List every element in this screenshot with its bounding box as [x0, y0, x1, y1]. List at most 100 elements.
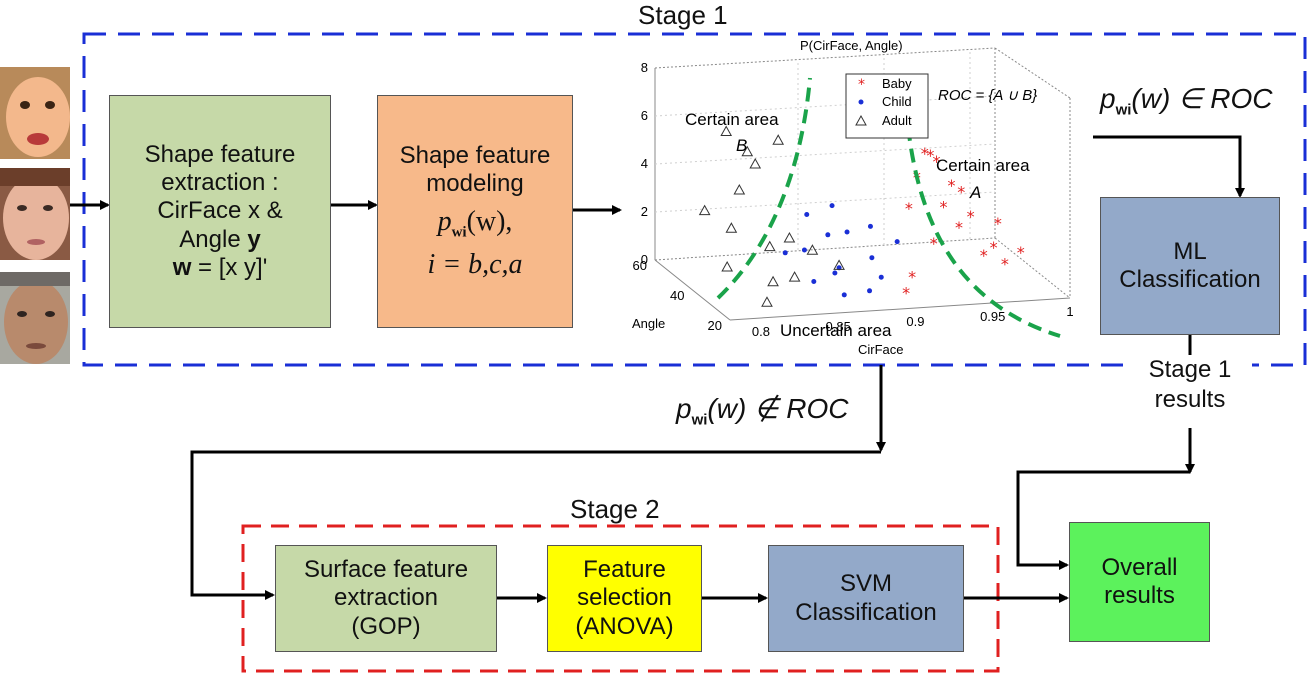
surface-line3: (GOP) — [351, 612, 421, 640]
shape-extraction-line1: Shape feature — [144, 140, 296, 168]
feature-selection-box: Feature selection (ANOVA) — [547, 545, 702, 652]
surface-line2: extraction — [333, 584, 439, 612]
chart-legend: * Baby Child Adult — [845, 73, 929, 139]
shape-extraction-box: Shape feature extraction : CirFace x & A… — [109, 95, 331, 328]
scatter-point-baby-15: * — [902, 283, 910, 302]
scatter-point-baby-1: * — [947, 176, 955, 195]
scatter-point-baby-14: * — [908, 268, 916, 287]
baby-face-image — [0, 67, 70, 159]
legend-adult-label: Adult — [882, 113, 912, 128]
x-tick-1: 1 — [1066, 304, 1073, 319]
shape-extraction-line3: CirFace x & — [157, 197, 283, 225]
scatter-point-baby-7: * — [957, 183, 965, 202]
overall-line2: results — [1104, 582, 1175, 609]
z-tick-4: 4 — [641, 156, 648, 171]
legend-adult-marker — [855, 114, 867, 126]
scatter-point-baby-3: * — [955, 218, 963, 237]
scatter-point-child-12 — [811, 279, 817, 284]
modeling-math-i: i = b,c,a — [427, 248, 523, 280]
selection-line2: selection — [577, 584, 672, 612]
x-tick-0.9: 0.9 — [906, 314, 924, 329]
scatter-point-child-0 — [804, 212, 810, 217]
selection-line3: (ANOVA) — [575, 612, 674, 640]
uncertain-area-label: Uncertain area — [780, 321, 892, 340]
scatter-point-child-9 — [782, 250, 788, 256]
scatter-point-child-2 — [844, 229, 850, 235]
scatter-point-baby-4: * — [990, 238, 998, 257]
ml-line2: Classification — [1119, 266, 1261, 293]
w-definition: = [x y]' — [191, 253, 268, 281]
ml-line1: ML — [1173, 237, 1207, 265]
scatter-point-baby-13: * — [980, 246, 988, 265]
adult-face-image — [0, 272, 70, 364]
svm-line2: Classification — [795, 598, 937, 626]
stage1-results-label: Stage 1 results — [1128, 355, 1252, 415]
stage2-title: Stage 2 — [570, 494, 660, 524]
scatter-point-adult-10 — [788, 271, 801, 282]
not-in-roc-sub: wi — [691, 411, 708, 429]
scatter-point-child-11 — [894, 239, 900, 245]
stage1-title: Stage 1 — [638, 0, 728, 30]
scatter-point-adult-13 — [772, 134, 785, 145]
certain-area-b-label: Certain area — [685, 110, 779, 129]
scatter-point-baby-10: * — [932, 152, 940, 171]
modeling-math-p: pwi(w), — [438, 205, 513, 242]
boundary-right-curve — [903, 82, 1061, 338]
shape-extraction-line2: extraction : — [161, 169, 279, 197]
scatter-point-child-5 — [832, 270, 838, 276]
surface-line1: Surface feature — [303, 556, 469, 584]
math-p: p — [437, 205, 452, 237]
scatter-point-baby-17: * — [1017, 243, 1025, 262]
y-tick-60: 60 — [633, 258, 647, 273]
bold-y: y — [247, 225, 261, 253]
scatter-point-adult-7 — [767, 275, 779, 287]
shape-extraction-line5: w = [x y]' — [173, 254, 268, 282]
shape-modeling-line2: modeling — [426, 170, 524, 198]
child-face-image — [0, 168, 70, 260]
scatter-point-adult-5 — [763, 240, 776, 252]
scatter-point-adult-4 — [725, 222, 738, 233]
chart-title: P(CirFace, Angle) — [800, 38, 903, 53]
y-tick-40: 40 — [670, 288, 684, 303]
stage1-border — [82, 32, 1307, 367]
in-roc-annotation: pwi(w) ∈ ROC — [1100, 82, 1272, 119]
scatter-point-child-14 — [867, 288, 873, 294]
scatter-point-adult-9 — [806, 244, 819, 255]
arrow-results-to-overall — [1016, 470, 1190, 570]
z-tick-2: 2 — [641, 204, 648, 219]
surface-extraction-box: Surface feature extraction (GOP) — [275, 545, 497, 652]
legend-child-marker — [858, 99, 864, 105]
scatter-point-baby-12: * — [930, 234, 938, 253]
arrow-chart-to-ml — [1093, 135, 1245, 198]
stage1-results-line2: results — [1154, 386, 1226, 413]
x-axis-label: CirFace — [858, 342, 904, 356]
scatter-point-baby-2: * — [967, 207, 975, 226]
angle-word: Angle — [179, 225, 241, 253]
scatter-point-adult-3 — [733, 183, 746, 195]
shape-modeling-box: Shape feature modeling pwi(w), i = b,c,a — [377, 95, 573, 328]
shape-modeling-line1: Shape feature — [399, 142, 551, 170]
scatter-point-baby-6: * — [940, 197, 948, 216]
math-p-sub: wi — [451, 224, 467, 241]
overall-results-box: Overall results — [1069, 522, 1210, 642]
scatter-point-child-1 — [825, 232, 831, 238]
scatter-point-baby-11: * — [1001, 254, 1009, 273]
scatter-point-adult-8 — [783, 231, 796, 243]
svm-line1: SVM — [839, 570, 892, 598]
in-roc-sub: wi — [1115, 101, 1132, 119]
scatter-point-child-6 — [829, 203, 835, 209]
overall-line1: Overall — [1101, 553, 1178, 581]
scatter-point-adult-12 — [833, 259, 845, 270]
certain-area-b-letter: B — [736, 136, 747, 155]
arrow-not-roc-route — [190, 450, 881, 600]
selection-line1: Feature — [583, 556, 666, 584]
roc-annotation: ROC = {A ∪ B} — [938, 87, 1037, 104]
not-in-roc-p: p — [676, 393, 692, 424]
stage1-results-line1: Stage 1 — [1148, 356, 1232, 383]
x-tick-0.8: 0.8 — [752, 324, 770, 339]
z-tick-8: 8 — [641, 60, 648, 75]
in-roc-p: p — [1100, 83, 1116, 114]
svm-classification-box: SVM Classification — [768, 545, 964, 652]
